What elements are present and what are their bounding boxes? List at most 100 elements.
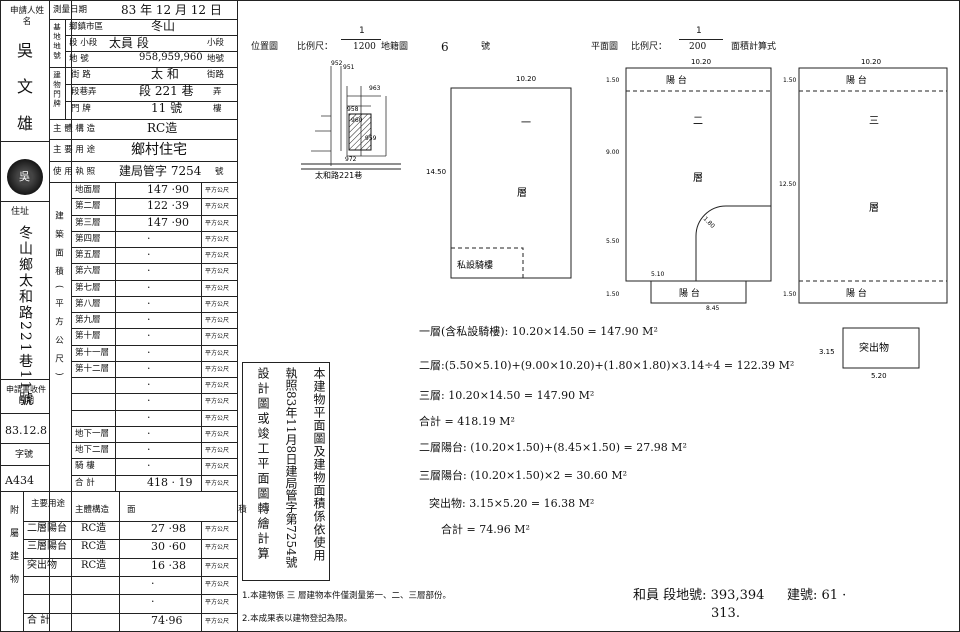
formula-balc2: 二層陽台: (10.20×1.50)+(8.45×1.50) = 27.98 M… [419, 441, 687, 454]
floor-row-unit: 平方公尺 [205, 300, 230, 308]
floor-row-value: · [147, 394, 151, 408]
plan3-label-top: 三 [869, 116, 879, 127]
street-value: 太 和 [151, 67, 179, 81]
plan1-dim-h: 14.50 [426, 168, 446, 176]
lot-972: 972 [345, 156, 357, 163]
lane-label: 段巷弄 [71, 87, 97, 97]
annex-row-struct: RC造 [81, 559, 107, 571]
lot-959: 959 [365, 135, 377, 142]
structure-value: RC造 [147, 121, 178, 135]
location-map: 952 951 958 960 959 963 972 太和路221巷 [301, 60, 401, 180]
structure-label: 主 體 構 造 [53, 124, 96, 134]
formula-balc3: 三層陽台: (10.20×1.50)×2 = 30.60 M² [419, 469, 628, 482]
section-suffix: 小段 [207, 38, 225, 48]
floor-row-unit: 平方公尺 [205, 479, 230, 487]
proj-label: 突出物 [859, 341, 889, 354]
floor-row-unit: 平方公尺 [205, 463, 230, 471]
location-sheet-label: 地籍圖 [381, 42, 409, 52]
formula-total2: 合計 = 74.96 M² [441, 523, 530, 536]
proj-w: 5.20 [871, 372, 887, 380]
annex-row-value: 27 ·98 [151, 522, 186, 535]
doc-no-label: 字號 [15, 450, 34, 460]
applicant-name-2: 文 [17, 77, 34, 96]
lot-value: 958,959,960 [139, 52, 203, 63]
annex-row-value: · [151, 595, 155, 609]
floor-row-value: · [147, 264, 151, 278]
formula-floor1: 一層(含私設騎樓): 10.20×14.50 = 147.90 M² [419, 325, 658, 338]
floorplan-title: 平面圖 [591, 42, 619, 52]
apply-date-label: 申請書收件日期 [6, 385, 46, 405]
applicant-seal: 吳 [7, 159, 43, 195]
annex-section-label: 附屬建物 [8, 505, 18, 597]
annex-row-value: 74·96 [151, 613, 183, 627]
street-label: 街 路 [71, 70, 91, 80]
location-sheet-no: 6 [441, 40, 449, 54]
floor-row-unit: 平方公尺 [205, 414, 230, 422]
address-label: 住址 [11, 207, 30, 217]
floor-row-label: 地下一層 [75, 428, 110, 439]
note-2: 2.本成果表以建物登記為限。 [242, 614, 353, 624]
plan3-balc-bot: 陽 台 [846, 287, 867, 299]
plan3-label-bot: 層 [869, 202, 879, 214]
location-sheet-suffix: 號 [481, 42, 491, 52]
plan3-dim-w: 10.20 [861, 58, 881, 66]
floor-row-unit: 平方公尺 [205, 203, 230, 211]
annex-row-value: · [151, 577, 155, 590]
floor-row-label: 第十層 [75, 331, 101, 342]
lane-suffix: 弄 [213, 87, 222, 97]
plan3-d1: 1.50 [783, 77, 797, 84]
floorplan-scale-num: 1 [696, 26, 702, 36]
floor-row-value: 418 · 19 [147, 475, 193, 489]
floor-row-label: 第三層 [75, 217, 101, 228]
lot-963: 963 [369, 85, 381, 92]
plan1-label-top: 一 [521, 118, 531, 129]
floor-row-unit: 平方公尺 [205, 382, 230, 390]
lot-suffix: 地號 [207, 54, 225, 64]
footer-build-no: 建號: 61 · [787, 588, 847, 603]
plan2-d5: 5.10 [651, 271, 665, 278]
street-suffix: 街路 [207, 70, 225, 80]
formula-proj: 突出物: 3.15×5.20 = 16.38 M² [429, 497, 595, 510]
door-no-suffix: 樓 [213, 104, 222, 114]
floor-row-value: · [147, 296, 151, 310]
annex-row-unit: 平方公尺 [205, 617, 230, 625]
door-no-label: 門 牌 [71, 104, 91, 114]
applicant-name-1: 吳 [17, 41, 34, 60]
plan2-balc-bot: 陽 台 [679, 287, 700, 299]
floor-row-value: 147 ·90 [147, 183, 189, 196]
footer-section2: 313. [711, 606, 740, 621]
floor-row-label: 第八層 [75, 298, 101, 309]
plan2-d6: 8.45 [706, 305, 720, 312]
apply-date-value: 83.12.8 [5, 424, 47, 437]
floor-row-value: · [147, 410, 151, 424]
annex-row-use: 三層陽台 [27, 541, 67, 553]
proj-h: 3.15 [819, 348, 835, 356]
floor-row-unit: 平方公尺 [205, 187, 230, 194]
floor-row-unit: 平方公尺 [205, 235, 230, 243]
annex-row-unit: 平方公尺 [205, 526, 230, 533]
floor-row-label: 第四層 [75, 233, 101, 244]
plan2-dim-w: 10.20 [691, 58, 711, 66]
license-value: 建局管字 7254 [119, 164, 202, 178]
floor-row-label: 地下二層 [75, 445, 110, 456]
annex-row-unit: 平方公尺 [205, 562, 230, 570]
lot-958: 958 [347, 106, 359, 113]
doc-no-value: A434 [5, 474, 34, 487]
annex-area-header: 面 積 [127, 505, 297, 515]
plan1-arcade: 私設騎樓 [457, 259, 493, 271]
section-label: 段 小段 [69, 38, 98, 48]
door-label: 建物門牌 [52, 71, 62, 109]
license-suffix: 號 [215, 167, 224, 177]
floor-row-unit: 平方公尺 [205, 447, 230, 455]
location-scale-den: 1200 [353, 42, 376, 52]
annex-row-unit: 平方公尺 [205, 599, 230, 607]
plan1-label-bot: 層 [517, 187, 527, 199]
floor-row-unit: 平方公尺 [205, 349, 230, 357]
floor-row-unit: 平方公尺 [205, 219, 230, 227]
lot-label: 地 號 [69, 54, 89, 64]
floor-row-label: 合 計 [75, 477, 95, 488]
plan1-dim-w: 10.20 [516, 75, 536, 83]
lane-value: 段 221 巷 [139, 84, 194, 98]
floor-row-value: · [147, 329, 151, 343]
footer-section: 和員 段地號: 393,394 [633, 588, 765, 603]
